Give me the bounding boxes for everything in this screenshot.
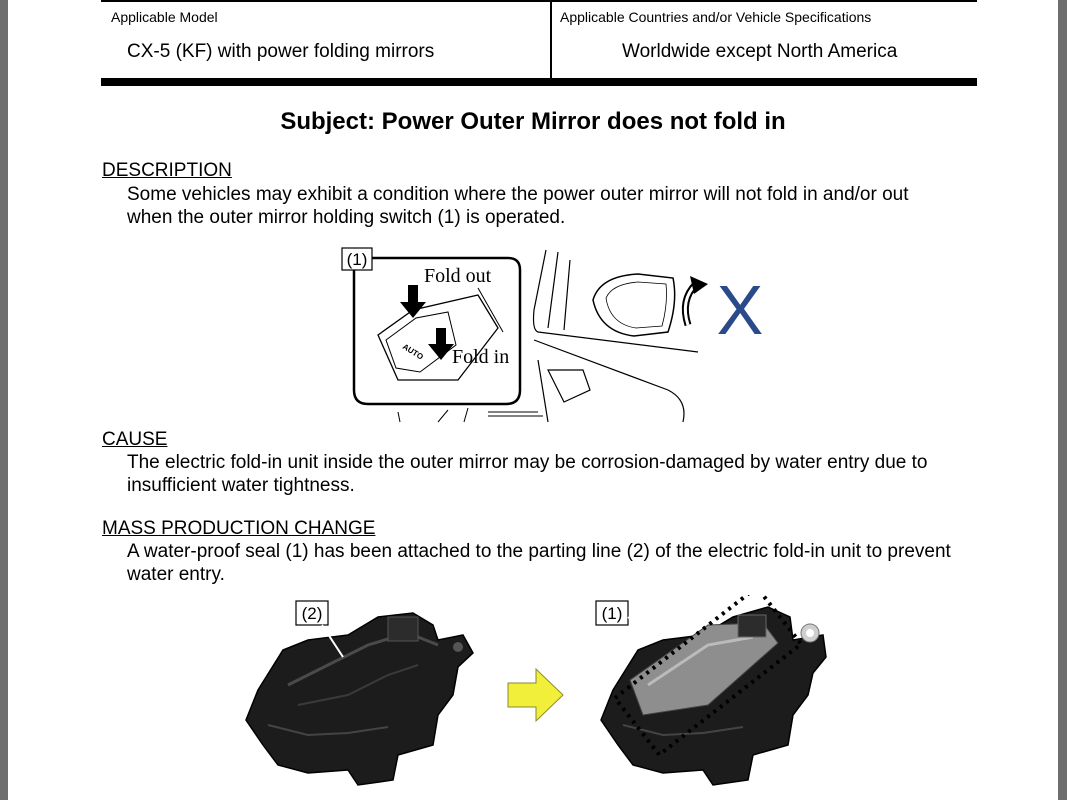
header-bottom-rule bbox=[101, 78, 977, 86]
description-heading: DESCRIPTION bbox=[102, 160, 232, 181]
fold-in-unit-after bbox=[600, 606, 827, 786]
fold-out-label: Fold out bbox=[424, 265, 492, 287]
mass-production-change-text: A water-proof seal (1) has been attached… bbox=[127, 540, 987, 586]
cause-heading: CAUSE bbox=[102, 429, 168, 450]
car-door-lines bbox=[533, 339, 685, 423]
switch-callout: (1) bbox=[347, 250, 368, 269]
parting-line-leader bbox=[321, 624, 344, 658]
fold-in-unit-figure: (2) (1) bbox=[238, 595, 828, 800]
seal-leader bbox=[627, 616, 649, 636]
change-arrow-icon bbox=[507, 667, 564, 723]
change-line: water entry. bbox=[127, 564, 225, 585]
change-line: A water-proof seal (1) has been attached… bbox=[127, 541, 951, 562]
description-text: Some vehicles may exhibit a condition wh… bbox=[127, 183, 987, 229]
seal-callout-box bbox=[595, 600, 629, 626]
fold-in-arrow-icon bbox=[428, 328, 454, 360]
seal-callout: (1) bbox=[602, 604, 623, 623]
cause-line: The electric fold-in unit inside the out… bbox=[127, 452, 928, 473]
parting-line-callout: (2) bbox=[302, 604, 323, 623]
switch-edge bbox=[477, 287, 504, 333]
fold-arrowhead-icon bbox=[690, 276, 708, 294]
switch-panel-frame bbox=[352, 256, 522, 406]
door-handle bbox=[547, 369, 591, 403]
description-line: when the outer mirror holding switch (1)… bbox=[127, 207, 566, 228]
cause-text: The electric fold-in unit inside the out… bbox=[127, 451, 987, 497]
description-line: Some vehicles may exhibit a condition wh… bbox=[127, 184, 909, 205]
applicable-model-label: Applicable Model bbox=[111, 9, 218, 25]
header-top-rule bbox=[101, 0, 977, 2]
document-page: Applicable Model CX-5 (KF) with power fo… bbox=[8, 0, 1058, 800]
mirror-switch-figure: (1) AUTO Fold out Fold in bbox=[338, 240, 768, 425]
applicable-countries-label: Applicable Countries and/or Vehicle Spec… bbox=[560, 9, 872, 25]
mass-production-change-heading: MASS PRODUCTION CHANGE bbox=[102, 518, 376, 539]
cause-line: insufficient water tightness. bbox=[127, 475, 355, 496]
car-door-frame bbox=[532, 249, 699, 353]
page-title: Subject: Power Outer Mirror does not fol… bbox=[280, 108, 786, 135]
fold-in-unit-before bbox=[245, 612, 474, 786]
header-divider bbox=[550, 0, 552, 80]
applicable-countries-value: Worldwide except North America bbox=[622, 41, 898, 62]
parting-line-callout-box bbox=[295, 600, 329, 626]
fold-out-arrow-icon bbox=[400, 285, 426, 318]
door-trim-lines bbox=[397, 407, 543, 423]
outer-mirror bbox=[592, 273, 676, 337]
mirror-glass bbox=[605, 281, 667, 329]
applicable-model-value: CX-5 (KF) with power folding mirrors bbox=[127, 41, 435, 62]
fold-in-label: Fold in bbox=[452, 346, 509, 368]
not-working-mark: X bbox=[717, 271, 764, 349]
switch-face bbox=[385, 311, 457, 373]
